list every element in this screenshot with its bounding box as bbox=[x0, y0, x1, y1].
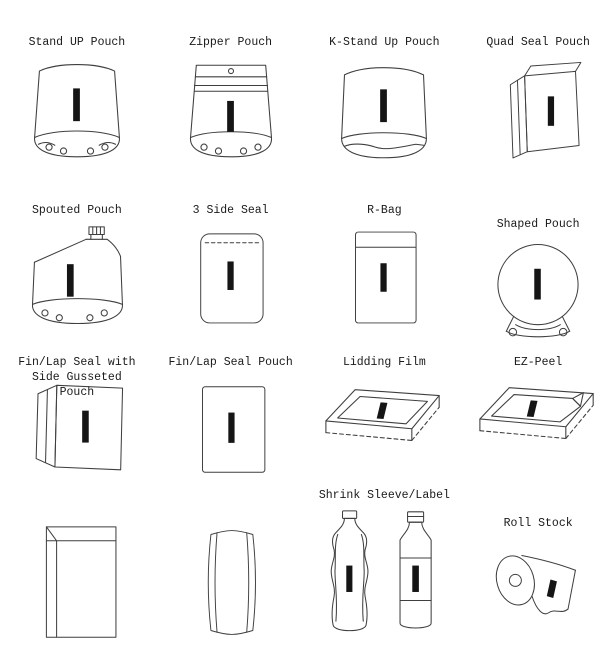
stand-up-pouch-icon bbox=[33, 64, 120, 158]
roll-stock-icon bbox=[495, 554, 577, 615]
fin-lap-seal-pouch-icon bbox=[201, 386, 265, 473]
cell-k-stand-up-pouch: K-Stand Up Pouch bbox=[308, 0, 462, 192]
cell-lidding-film: Lidding Film bbox=[308, 350, 462, 485]
cell-pillow-pouch bbox=[154, 485, 308, 650]
packaging-label: Shaped Pouch bbox=[496, 218, 580, 231]
cell-r-bag: R-Bag bbox=[308, 192, 462, 350]
cell-fin-lap-seal-side-gusseted-pouch: Fin/Lap Seal with Side Gusseted Pouch bbox=[0, 350, 154, 485]
cell-ez-peel: EZ-Peel bbox=[461, 350, 615, 485]
fin-lap-seal-side-gusseted-pouch-icon bbox=[35, 384, 123, 471]
cell-roll-stock: Roll Stock bbox=[461, 485, 615, 650]
packaging-label: Fin/Lap Seal Pouch bbox=[168, 356, 293, 369]
spouted-pouch-icon bbox=[31, 226, 123, 324]
cell-side-gusseted-bag bbox=[0, 485, 154, 650]
packaging-label: K-Stand Up Pouch bbox=[329, 36, 440, 49]
ez-peel-icon bbox=[479, 387, 594, 439]
cell-quad-seal-pouch: Quad Seal Pouch bbox=[461, 0, 615, 192]
quad-seal-pouch-icon bbox=[509, 61, 582, 159]
shaped-pouch-icon bbox=[497, 243, 579, 338]
three-side-seal-icon bbox=[199, 233, 264, 324]
cell-shrink-sleeve-label: Shrink Sleeve/Label bbox=[308, 485, 462, 650]
cell-shaped-pouch: Shaped Pouch bbox=[461, 192, 615, 350]
r-bag-icon bbox=[355, 231, 417, 324]
zipper-pouch-icon bbox=[189, 64, 272, 158]
packaging-label: EZ-Peel bbox=[513, 356, 563, 369]
packaging-label: R-Bag bbox=[367, 204, 402, 217]
cell-zipper-pouch: Zipper Pouch bbox=[154, 0, 308, 192]
packaging-label: Roll Stock bbox=[503, 517, 573, 530]
packaging-label: Shrink Sleeve/Label bbox=[318, 489, 450, 502]
side-gusseted-bag-icon bbox=[45, 526, 117, 638]
cell-stand-up-pouch: Stand UP Pouch bbox=[0, 0, 154, 192]
cell-spouted-pouch: Spouted Pouch bbox=[0, 192, 154, 350]
lidding-film-icon bbox=[325, 389, 441, 441]
shrink-sleeve-label-icon bbox=[331, 510, 433, 632]
packaging-label: Stand UP Pouch bbox=[28, 36, 126, 49]
packaging-label: Spouted Pouch bbox=[32, 204, 122, 217]
cell-three-side-seal: 3 Side Seal bbox=[154, 192, 308, 350]
packaging-label: Fin/Lap Seal with Side Gusseted Pouch bbox=[18, 356, 136, 399]
packaging-label: Quad Seal Pouch bbox=[486, 36, 590, 49]
pillow-pouch-icon bbox=[207, 530, 256, 635]
k-stand-up-pouch-icon bbox=[341, 67, 428, 159]
packaging-label: Zipper Pouch bbox=[189, 36, 273, 49]
packaging-label: Lidding Film bbox=[342, 356, 426, 369]
packaging-label: 3 Side Seal bbox=[192, 204, 269, 217]
cell-fin-lap-seal-pouch: Fin/Lap Seal Pouch bbox=[154, 350, 308, 485]
